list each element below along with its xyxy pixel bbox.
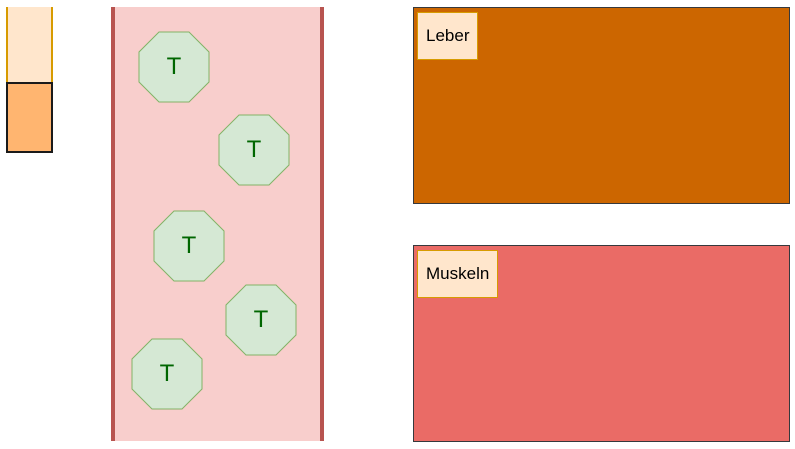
molecule-octagon: T <box>218 114 290 186</box>
molecule-label: T <box>159 360 175 387</box>
molecule-label: T <box>181 232 197 259</box>
molecule-octagon: T <box>225 284 297 356</box>
organ-muscles-label: Muskeln <box>417 250 499 298</box>
octagon-shape <box>218 114 290 186</box>
molecule-label: T <box>166 53 182 80</box>
octagon-shape <box>131 338 203 410</box>
octagon-shape <box>138 31 210 103</box>
organ-liver: Leber <box>413 7 790 204</box>
organ-muscles: Muskeln <box>413 245 790 442</box>
molecule-octagon: T <box>131 338 203 410</box>
molecule-octagon: T <box>153 210 225 282</box>
octagon-shape <box>153 210 225 282</box>
octagon-shape <box>225 284 297 356</box>
molecule-label: T <box>253 306 269 333</box>
molecule-octagon: T <box>138 31 210 103</box>
molecule-label: T <box>246 136 262 163</box>
legend-swatch-top <box>6 7 53 82</box>
organ-liver-label: Leber <box>417 12 479 60</box>
legend-swatch-bottom <box>6 82 53 153</box>
